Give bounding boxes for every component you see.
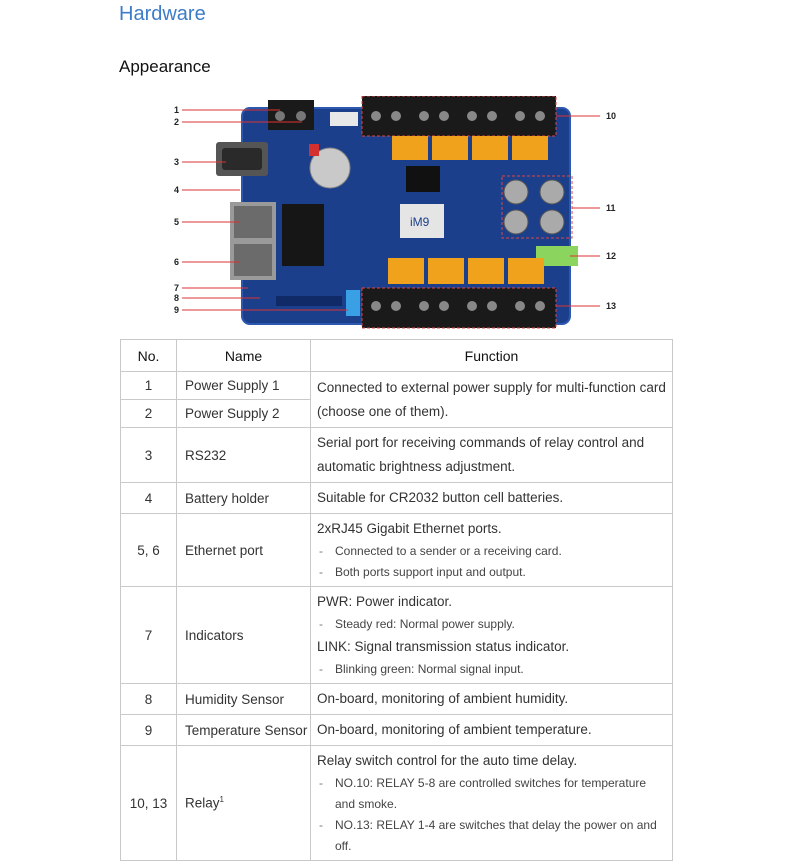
table-row: 7 Indicators PWR: Power indicator. Stead… (120, 586, 673, 684)
callout-8: 8 (174, 293, 179, 303)
row-function: Suitable for CR2032 button cell batterie… (310, 482, 673, 514)
row-no: 3 (120, 427, 177, 483)
function-text: 2xRJ45 Gigabit Ethernet ports. (317, 521, 502, 536)
row-no: 5, 6 (120, 513, 177, 587)
footnote-marker: 1 (219, 795, 224, 805)
callout-13: 13 (606, 301, 616, 311)
function-text: Relay switch control for the auto time d… (317, 753, 578, 768)
row-name: Power Supply 2 (176, 399, 311, 428)
row-no: 9 (120, 714, 177, 746)
row-function: Serial port for receiving commands of re… (310, 427, 673, 483)
table-row: 4 Battery holder Suitable for CR2032 but… (120, 482, 673, 514)
row-function: On-board, monitoring of ambient humidity… (310, 683, 673, 715)
board-figure: iM9 (170, 96, 630, 330)
row-function: PWR: Power indicator. Steady red: Normal… (310, 586, 673, 684)
function-subitem: Both ports support input and output. (317, 562, 666, 583)
chip-label: iM9 (410, 215, 430, 229)
function-text: PWR: Power indicator. (317, 594, 453, 609)
callout-4: 4 (174, 185, 179, 195)
callout-9: 9 (174, 305, 179, 315)
row-no: 7 (120, 586, 177, 684)
column-header-no: No. (120, 339, 177, 372)
row-no: 4 (120, 482, 177, 514)
row-no: 2 (120, 399, 177, 428)
table-row: 9 Temperature Sensor On-board, monitorin… (120, 714, 673, 746)
callout-5: 5 (174, 217, 179, 227)
board-photo: iM9 (174, 96, 616, 329)
callout-11: 11 (606, 203, 616, 213)
row-function: Relay switch control for the auto time d… (310, 745, 673, 861)
row-name: Ethernet port (176, 513, 311, 587)
row-name-text: Relay (185, 795, 220, 811)
row-name: Power Supply 1 (176, 371, 311, 400)
row-name: Indicators (176, 586, 311, 684)
function-subitem: Blinking green: Normal signal input. (317, 659, 666, 680)
function-text: LINK: Signal transmission status indicat… (317, 639, 570, 654)
row-no: 1 (120, 371, 177, 400)
row-function: On-board, monitoring of ambient temperat… (310, 714, 673, 746)
row-name: RS232 (176, 427, 311, 483)
row-name: Relay1 (176, 745, 311, 861)
table-row: 2 Power Supply 2 (120, 399, 673, 428)
table-row: 5, 6 Ethernet port 2xRJ45 Gigabit Ethern… (120, 513, 673, 587)
column-header-function: Function (310, 339, 673, 372)
row-function: 2xRJ45 Gigabit Ethernet ports. Connected… (310, 513, 673, 587)
callout-3: 3 (174, 157, 179, 167)
row-no: 8 (120, 683, 177, 715)
callout-10: 10 (606, 111, 616, 121)
row-name: Battery holder (176, 482, 311, 514)
subsection-heading: Appearance (119, 57, 211, 76)
hardware-table: No. Name Function 1 Power Supply 1 Conne… (120, 339, 673, 861)
callout-2: 2 (174, 117, 179, 127)
table-row: 10, 13 Relay1 Relay switch control for t… (120, 745, 673, 861)
callout-7: 7 (174, 283, 179, 293)
section-heading: Hardware (119, 3, 206, 25)
function-subitem: Steady red: Normal power supply. (317, 614, 666, 635)
callout-6: 6 (174, 257, 179, 267)
table-row: 8 Humidity Sensor On-board, monitoring o… (120, 683, 673, 715)
function-subitem: NO.10: RELAY 5-8 are controlled switches… (317, 773, 666, 815)
function-subitem: Connected to a sender or a receiving car… (317, 541, 666, 562)
table-header-row: No. Name Function (120, 339, 673, 372)
row-name: Humidity Sensor (176, 683, 311, 715)
row-name: Temperature Sensor (176, 714, 311, 746)
table-row: 3 RS232 Serial port for receiving comman… (120, 427, 673, 483)
callout-12: 12 (606, 251, 616, 261)
callout-1: 1 (174, 105, 179, 115)
column-header-name: Name (176, 339, 311, 372)
row-no: 10, 13 (120, 745, 177, 861)
row-function: Connected to external power supply for m… (310, 371, 673, 428)
table-row: 1 Power Supply 1 Connected to external p… (120, 371, 673, 428)
function-subitem: NO.13: RELAY 1-4 are switches that delay… (317, 815, 666, 857)
